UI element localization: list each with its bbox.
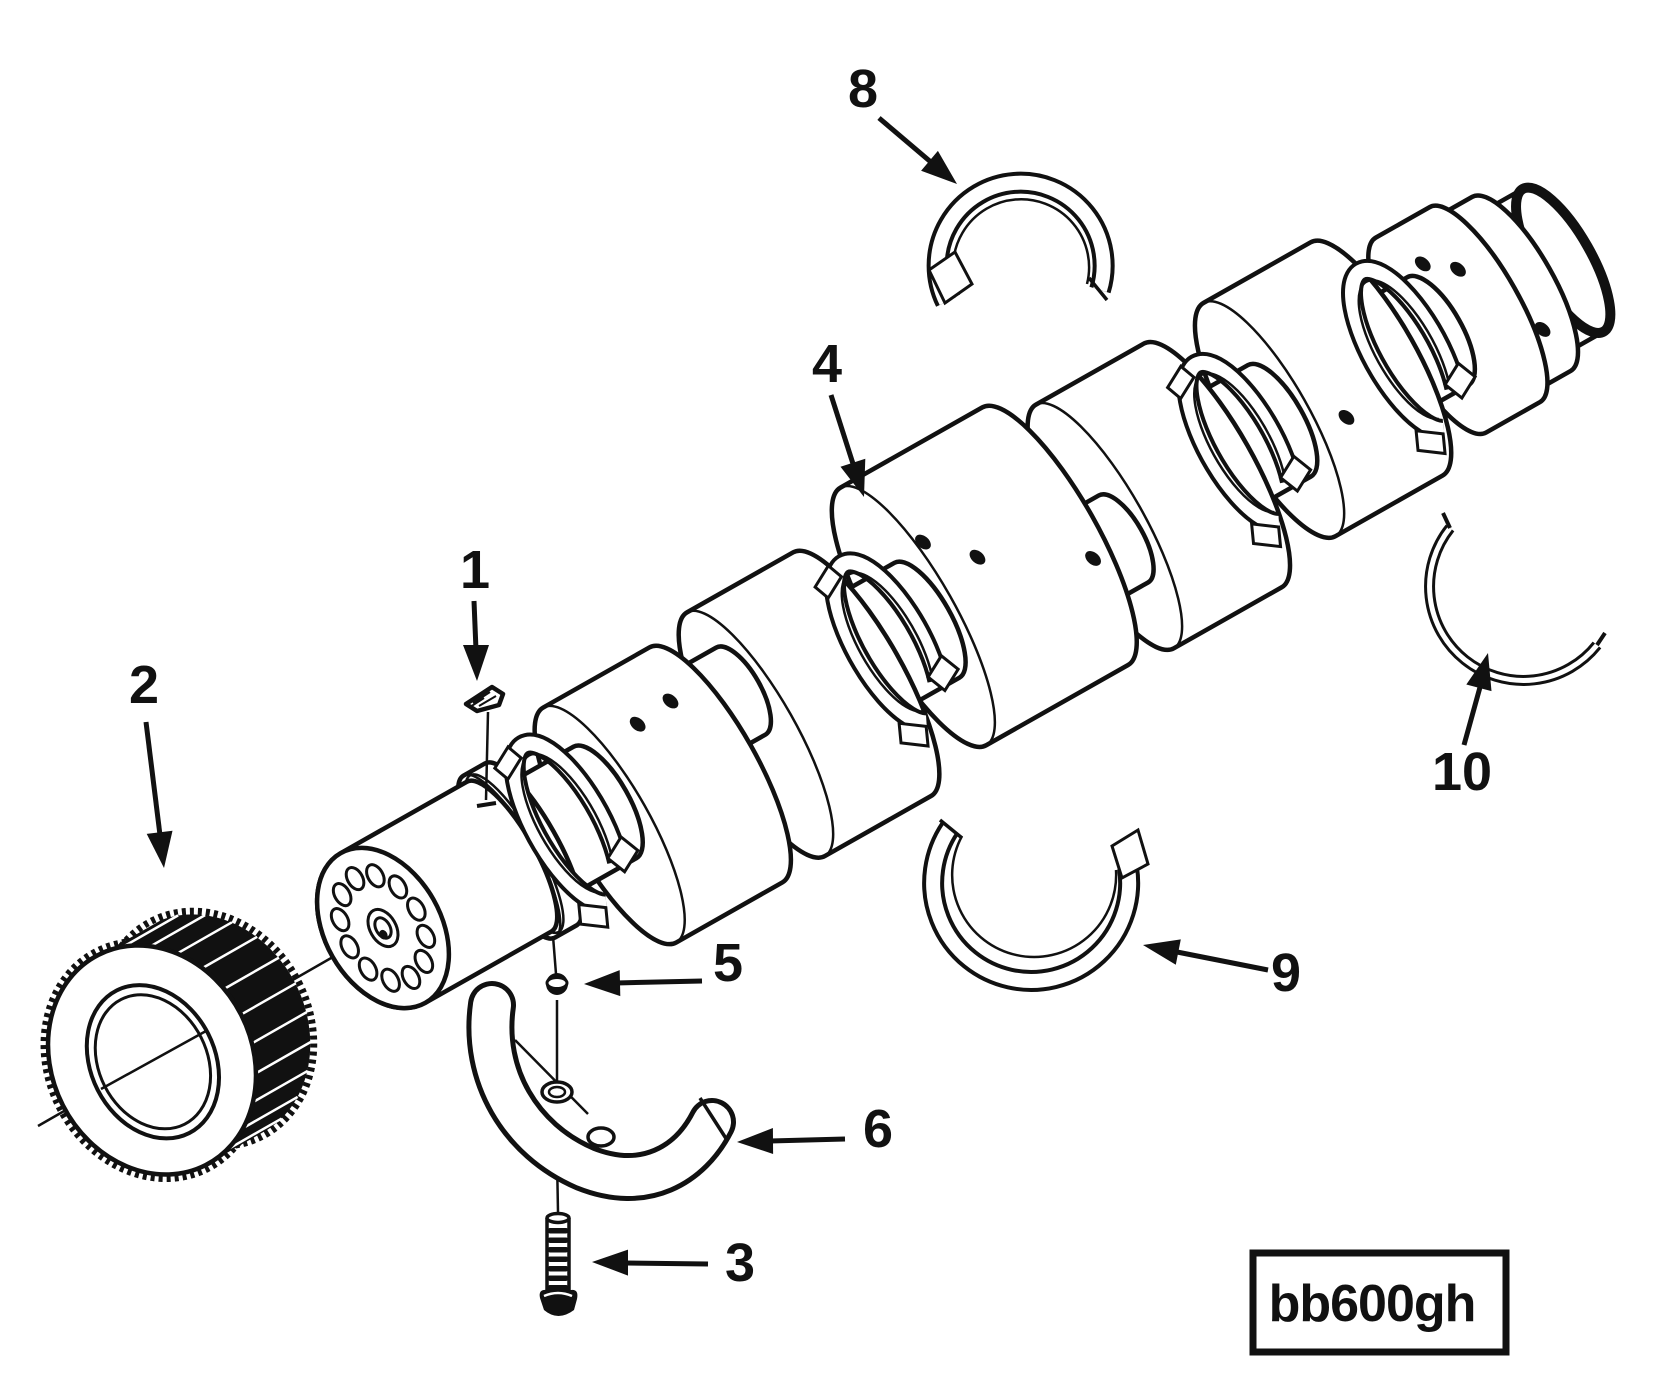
figure-code: bb600gh — [1269, 1275, 1476, 1333]
bearing-cap-ring-1 — [492, 732, 640, 929]
bearing-cap-ring-4 — [1341, 258, 1478, 456]
callout-8: 8 — [848, 59, 957, 184]
gear-tooth-hatching — [122, 914, 312, 1151]
dowel-leader-upper — [551, 935, 558, 975]
callout-5: 5 — [584, 933, 743, 997]
front-face — [314, 845, 452, 1011]
centerline-through-bore — [100, 1029, 207, 1091]
washer-bolt-hole-1 — [540, 1080, 574, 1104]
thrust-washer — [466, 981, 736, 1201]
cap-screw — [539, 1211, 578, 1316]
screw-head — [539, 1289, 578, 1316]
bearing-cap-ring-3 — [1165, 351, 1313, 549]
oil-holes — [629, 256, 1551, 732]
bearing-cap-ring-2 — [813, 551, 961, 748]
key-leader-line — [484, 711, 490, 801]
upper-bearing-shell — [926, 171, 1115, 307]
gear-bore — [84, 983, 222, 1141]
woodruff-key — [463, 684, 506, 714]
shell-9-locating-tab — [1110, 827, 1150, 881]
callout-1-label: 1 — [460, 540, 490, 600]
screw-threads — [547, 1228, 569, 1291]
callout-6: 6 — [737, 1099, 893, 1159]
callout-1: 1 — [460, 540, 490, 681]
callout-6-label: 6 — [863, 1099, 893, 1159]
lower-bearing-shell — [922, 818, 1150, 992]
crankshaft-gear — [40, 907, 318, 1183]
callout-3-label: 3 — [725, 1233, 755, 1293]
callout-10: 10 — [1432, 653, 1492, 802]
callout-10-label: 10 — [1432, 742, 1492, 802]
thrust-ring — [1424, 512, 1607, 686]
figure-code-box: bb600gh — [1249, 1249, 1510, 1356]
front-face-bolt-holes — [329, 863, 437, 993]
callout-2-label: 2 — [129, 655, 159, 715]
shell-8-locating-tab — [927, 249, 974, 306]
dowel — [545, 973, 569, 1000]
callout-4-label: 4 — [812, 334, 842, 394]
keyway-mark — [476, 801, 497, 808]
callout-5-label: 5 — [713, 933, 743, 993]
callout-8-label: 8 — [848, 59, 878, 119]
crankshaft — [314, 182, 1616, 1011]
front-center-mark — [379, 929, 388, 940]
washer-bolt-hole-2 — [586, 1126, 616, 1148]
callout-9: 9 — [1143, 939, 1301, 1003]
callout-2: 2 — [129, 655, 173, 868]
front-center-bore-inner — [373, 916, 393, 940]
front-center-bore — [366, 907, 400, 949]
callout-4: 4 — [812, 334, 866, 497]
callout-3: 3 — [592, 1233, 755, 1293]
callout-9-label: 9 — [1271, 943, 1301, 1003]
